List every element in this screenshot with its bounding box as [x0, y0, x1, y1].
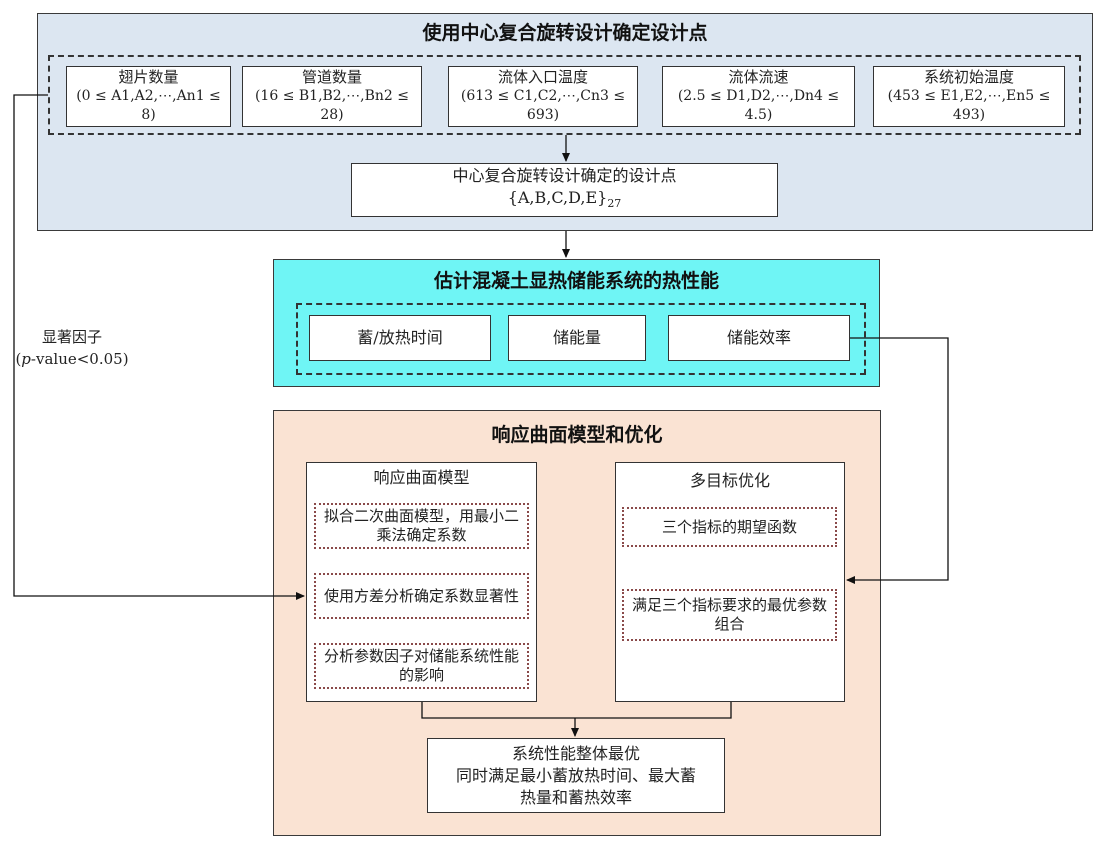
factor-name: 流体入口温度	[497, 68, 588, 86]
factor-fin-count: 翅片数量 (0 ≤ A1,A2,⋯,An1 ≤ 8)	[66, 66, 231, 127]
factor-inlet-temp: 流体入口温度 (613 ≤ C1,C2,⋯,Cn3 ≤ 693)	[448, 66, 638, 127]
result-line: 系统性能整体最优	[511, 743, 640, 763]
design-points-box: 中心复合旋转设计确定的设计点 {A,B,C,D,E}27	[351, 163, 778, 217]
factor-range: (0 ≤ A1,A2,⋯,An1 ≤ 8)	[76, 88, 221, 123]
metric-efficiency: 储能效率	[668, 315, 850, 361]
metric-group	[296, 303, 866, 375]
factor-name: 翅片数量	[118, 68, 179, 86]
design-section-title: 使用中心复合旋转设计确定设计点	[422, 22, 708, 44]
arrow-metrics-to-optimization	[846, 337, 949, 584]
significant-factor-label: 显著因子 (p-value<0.05)	[15, 328, 129, 368]
rsm-step-fit: 拟合二次曲面模型，用最小二乘法确定系数	[314, 503, 529, 549]
factor-group	[48, 55, 1081, 135]
design-points-set: {A,B,C,D,E}27	[507, 187, 622, 211]
rsm-step-analysis: 分析参数因子对储能系统性能的影响	[314, 643, 529, 689]
factor-name: 管道数量	[301, 68, 362, 86]
opt-step-optimal: 满足三个指标要求的最优参数组合	[622, 589, 837, 641]
merge-line	[421, 702, 732, 719]
result-line: 同时满足最小蓄放热时间、最大蓄	[455, 765, 696, 785]
factor-range: (453 ≤ E1,E2,⋯,En5 ≤ 493)	[887, 88, 1051, 123]
factor-name: 系统初始温度	[923, 68, 1014, 86]
factor-pipe-count: 管道数量 (16 ≤ B1,B2,⋯,Bn2 ≤ 28)	[242, 66, 422, 127]
factor-range: (2.5 ≤ D1,D2,⋯,Dn4 ≤ 4.5)	[677, 88, 840, 123]
factor-initial-temp: 系统初始温度 (453 ≤ E1,E2,⋯,En5 ≤ 493)	[873, 66, 1065, 127]
arrow-significant-factors	[13, 94, 305, 600]
design-points-label: 中心复合旋转设计确定的设计点	[452, 165, 677, 185]
factor-range: (16 ≤ B1,B2,⋯,Bn2 ≤ 28)	[254, 88, 410, 123]
factor-name: 流体流速	[728, 68, 789, 86]
rsm-box-title: 响应曲面模型	[373, 468, 470, 487]
factor-range: (613 ≤ C1,C2,⋯,Cn3 ≤ 693)	[460, 88, 626, 123]
metric-charge-time: 蓄/放热时间	[309, 315, 491, 361]
rsm-step-anova: 使用方差分析确定系数显著性	[314, 573, 529, 619]
thermal-section-title: 估计混凝土显热储能系统的热性能	[433, 270, 719, 292]
metric-energy-stored: 储能量	[508, 315, 646, 361]
optimization-box	[615, 462, 845, 702]
rsm-section-title: 响应曲面模型和优化	[491, 424, 663, 446]
factor-flow-rate: 流体流速 (2.5 ≤ D1,D2,⋯,Dn4 ≤ 4.5)	[662, 66, 855, 127]
optimization-box-title: 多目标优化	[689, 471, 770, 490]
opt-step-desirability: 三个指标的期望函数	[622, 507, 837, 547]
result-line: 热量和蓄热效率	[519, 787, 632, 807]
optimal-result-box: 系统性能整体最优 同时满足最小蓄放热时间、最大蓄 热量和蓄热效率	[427, 738, 725, 813]
